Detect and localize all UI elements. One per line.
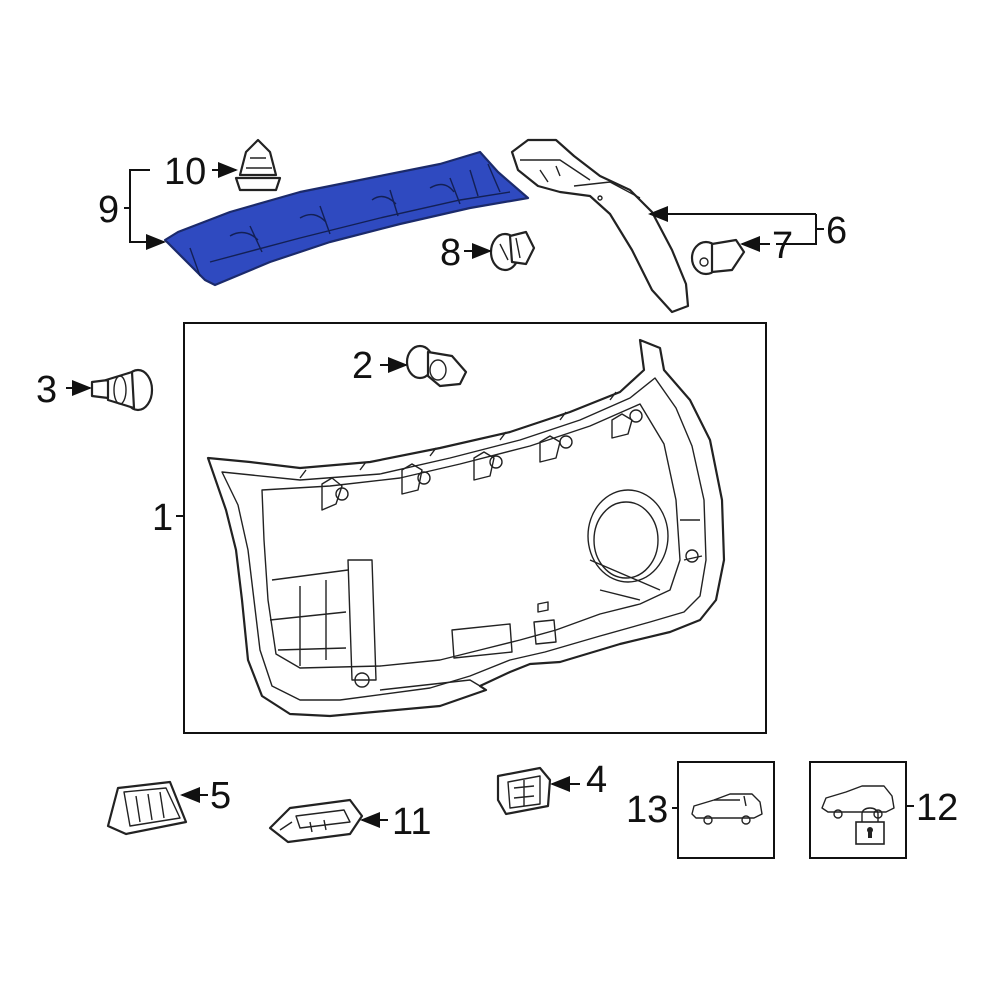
callout-10: 10: [164, 151, 206, 193]
part-10-push-clip[interactable]: [234, 138, 282, 192]
vehicle-outline-icon: [691, 793, 763, 825]
callout-9: 9: [98, 189, 119, 231]
callout-6: 6: [826, 210, 847, 252]
callout-4: 4: [586, 759, 607, 801]
part-2-clip[interactable]: [405, 344, 468, 388]
part-7-clip-nut[interactable]: [690, 238, 746, 276]
part-8-clip[interactable]: [489, 230, 536, 272]
callout-8: 8: [440, 232, 461, 274]
part-11-lamp-housing[interactable]: [268, 798, 364, 844]
callout-1: 1: [152, 497, 173, 539]
callout-labels: 10 9 8 6 7 3 2 1 5 11 4 13 12: [36, 151, 958, 843]
vehicle-with-lock-icon: [821, 785, 895, 845]
callout-5: 5: [210, 775, 231, 817]
callout-2: 2: [352, 345, 373, 387]
part-5-lamp[interactable]: [106, 780, 188, 836]
part-3-retainer[interactable]: [90, 368, 154, 412]
part-12-option-box[interactable]: [809, 761, 907, 859]
callout-13: 13: [626, 789, 668, 831]
callout-11: 11: [392, 801, 431, 843]
part-13-option-box[interactable]: [677, 761, 775, 859]
part-1-liftgate-trim-panel[interactable]: [206, 338, 726, 718]
callout-12: 12: [916, 787, 958, 829]
part-1-frame: [183, 322, 767, 734]
part-9-upper-trim-panel[interactable]: [163, 150, 530, 287]
part-6-pillar-trim[interactable]: [510, 138, 690, 314]
callout-7: 7: [772, 225, 793, 267]
callout-3: 3: [36, 369, 57, 411]
part-4-bracket[interactable]: [496, 766, 552, 816]
leader-lines: [66, 162, 914, 828]
